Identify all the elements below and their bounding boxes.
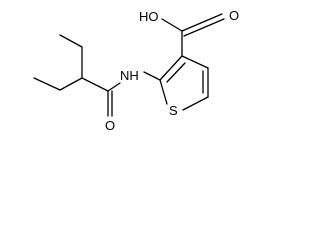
bond-cooh-o-1 [181,13,223,32]
bond-c2-s [159,79,168,105]
atom-label-nh: NH [120,68,139,83]
bond-cooh-o-2 [183,18,225,37]
atom-label-carboxyl-o: O [229,8,239,23]
bond-cooh-oh [161,18,183,32]
bond-carbonyl-n [107,82,121,92]
atom-label-ho: HO [139,9,159,24]
molecule-diagram: HO NH O S O [33,8,239,133]
bond-ch-carbonyl [81,77,109,92]
bond-c3-c2-inner [166,62,186,83]
bond-ch-ethyl2 [59,77,83,91]
bond-ethyl2-ch3 [33,77,61,91]
bond-c3-c2 [159,55,183,81]
atom-label-amide-o: O [105,118,115,133]
atom-label-s: S [169,103,178,118]
bond-c4-c3 [181,55,209,69]
structure-canvas: HO NH O S O [33,8,239,133]
bond-s-c5 [182,96,209,111]
bond-ethyl1-ch3 [59,34,83,48]
bond-n-c2 [143,71,161,81]
